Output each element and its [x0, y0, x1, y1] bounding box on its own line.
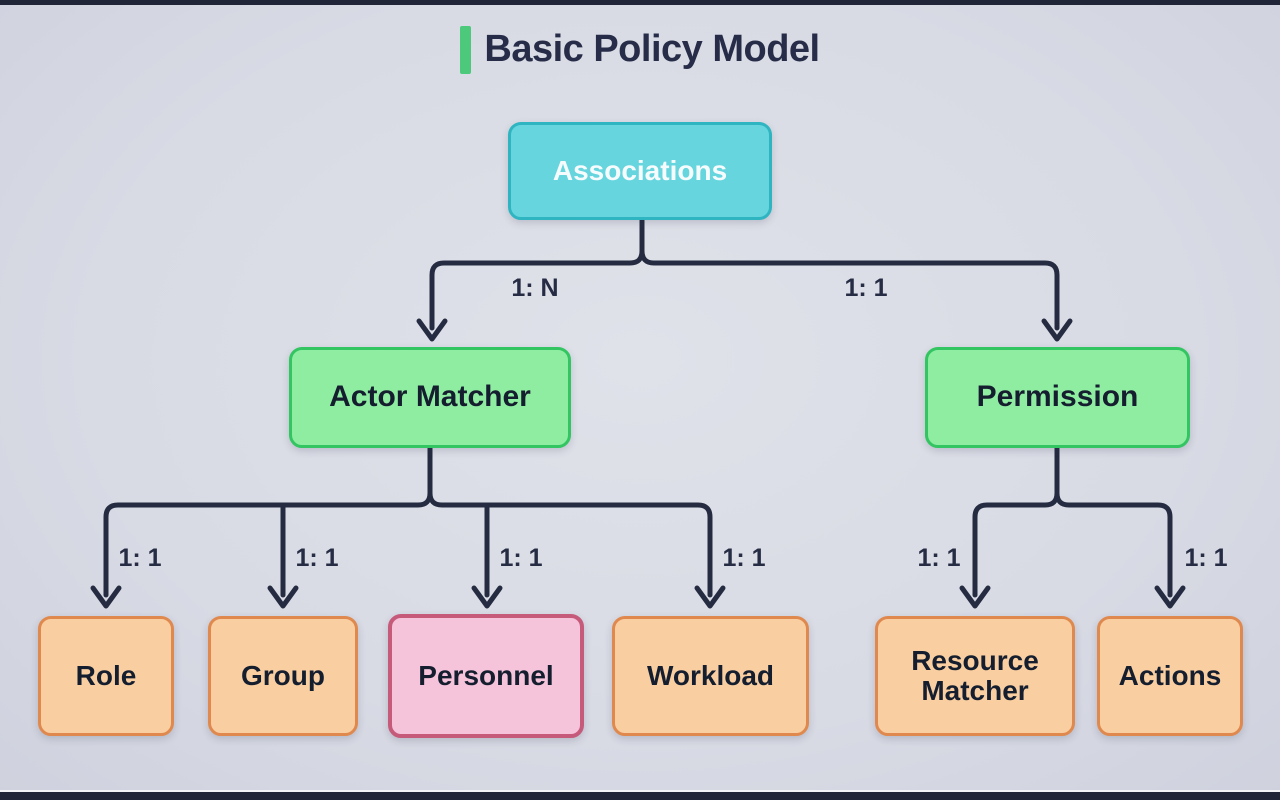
- edge-actor-matcher-role: [103, 445, 433, 598]
- edge-label-1n: 1: N: [511, 274, 559, 302]
- edge-label-group: 1: 1: [295, 544, 339, 572]
- arrowhead: [694, 585, 726, 609]
- top-frame-bar: [0, 0, 1280, 5]
- edge-label-11: 1: 1: [844, 274, 888, 302]
- node-associations: Associations: [508, 122, 772, 220]
- edge-label-personnel: 1: 1: [499, 544, 543, 572]
- node-label: Role: [75, 659, 137, 691]
- node-label: Permission: [976, 380, 1139, 414]
- node-role: Role: [38, 616, 174, 736]
- node-label: Workload: [646, 659, 775, 691]
- edge-actor-matcher-workload: [427, 445, 713, 598]
- arrowhead: [1154, 585, 1186, 609]
- node-permission: Permission: [925, 347, 1190, 448]
- page-title: Basic Policy Model: [484, 28, 820, 71]
- node-resource-matcher: Resource Matcher: [875, 616, 1075, 736]
- node-label: Actions: [1118, 659, 1222, 691]
- node-personnel: Personnel: [388, 614, 584, 738]
- arrowhead: [416, 318, 448, 342]
- node-label: Associations: [552, 154, 728, 186]
- edge-associations-permission: [639, 218, 1060, 331]
- edge-permission-resource-matcher: [972, 445, 1060, 598]
- edge-label-actions: 1: 1: [1184, 544, 1228, 572]
- node-group: Group: [208, 616, 358, 736]
- node-label: Resource Matcher: [911, 644, 1039, 706]
- arrowhead: [90, 585, 122, 609]
- arrowhead: [1041, 318, 1073, 342]
- arrowhead: [959, 585, 991, 609]
- node-label: Group: [241, 659, 325, 691]
- node-actions: Actions: [1097, 616, 1243, 736]
- node-label: Actor Matcher: [329, 380, 531, 414]
- edge-label-role: 1: 1: [118, 544, 162, 572]
- node-actor-matcher: Actor Matcher: [289, 347, 571, 448]
- arrowhead: [471, 585, 503, 609]
- bottom-frame-highlight: [0, 790, 1280, 792]
- title-accent-bar: [460, 26, 472, 74]
- node-workload: Workload: [612, 616, 809, 736]
- arrowhead: [267, 585, 299, 609]
- edge-label-resource-matcher: 1: 1: [917, 544, 961, 572]
- edge-permission-actions: [1054, 445, 1173, 598]
- node-label: Personnel: [418, 659, 554, 691]
- edge-label-workload: 1: 1: [722, 544, 766, 572]
- bottom-frame-bar: [0, 792, 1280, 800]
- diagram-title-row: Basic Policy Model: [0, 26, 1280, 74]
